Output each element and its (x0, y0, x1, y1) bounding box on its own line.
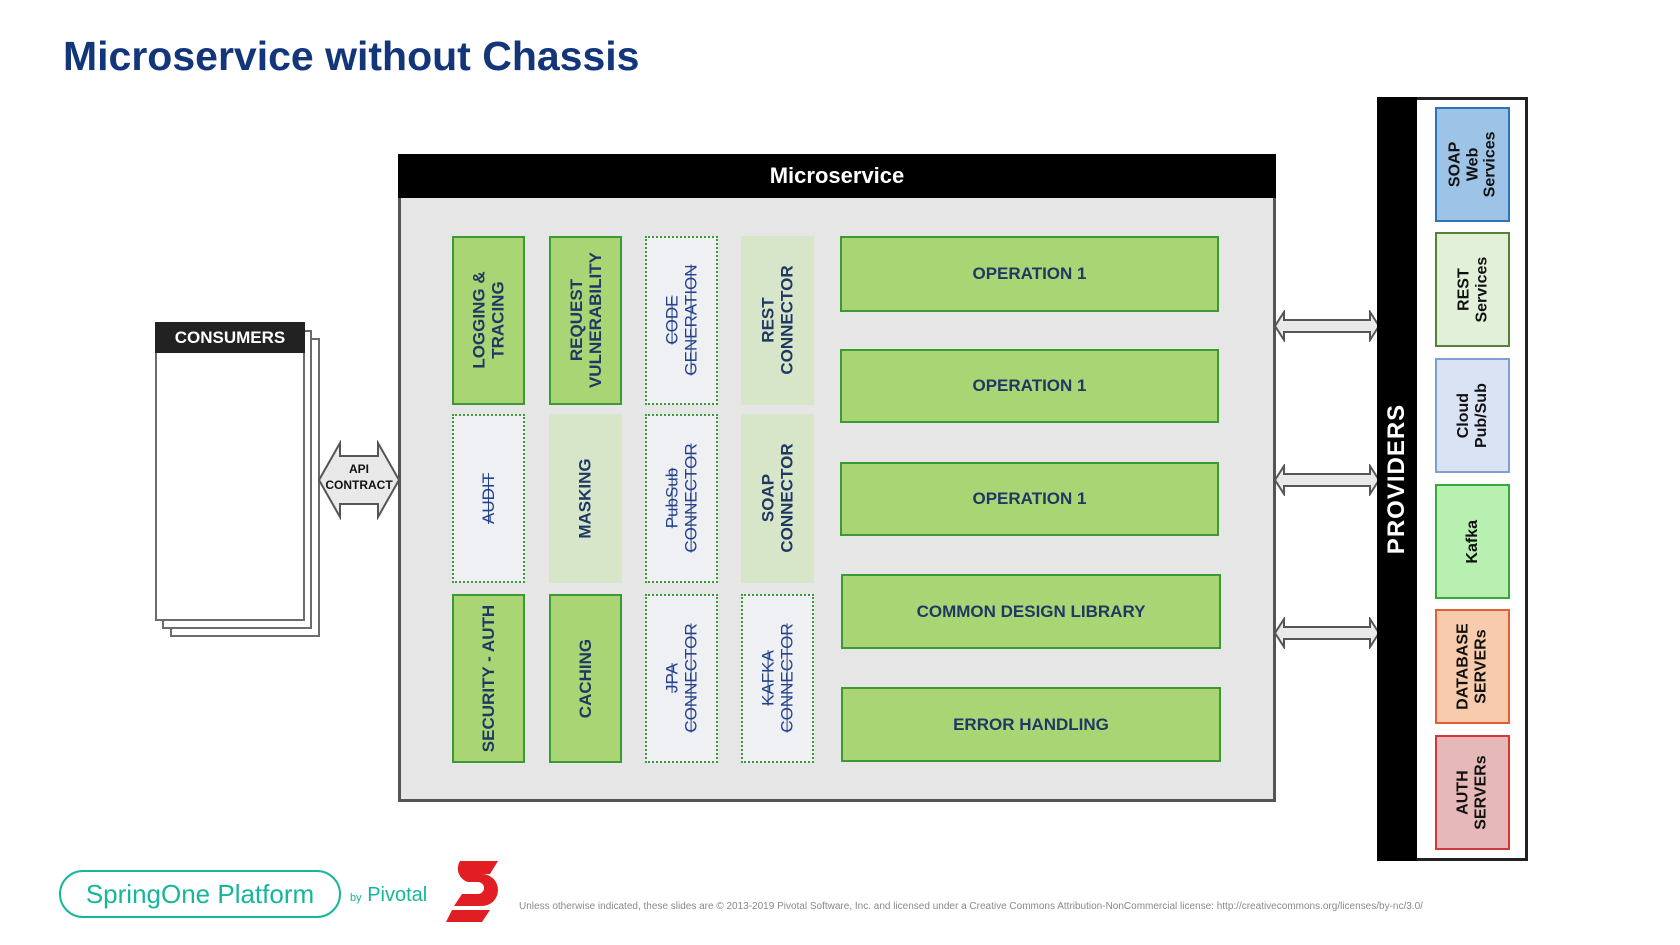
providers-bar: PROVIDERS (1377, 97, 1417, 861)
capability-label: LOGGING & TRACING (469, 271, 508, 370)
provider-label: AUTH SERVERs (1454, 755, 1490, 830)
capability-label: SECURITY - AUTH (478, 604, 498, 753)
capability-soap-connector: SOAP CONNECTOR (741, 414, 814, 583)
provider-label: SOAP Web Services (1446, 131, 1499, 198)
api-contract-label: API CONTRACT (322, 462, 396, 493)
api-contract-line1: API (348, 462, 369, 476)
provider-cloud-pubsub: Cloud Pub/Sub (1435, 358, 1510, 473)
provider-database-servers: DATABASE SERVERs (1435, 609, 1510, 724)
provider-label: Kafka (1463, 519, 1481, 564)
provider-arrow-1 (1274, 310, 1380, 342)
capability-kafka-connector: KAFKA CONNECTOR (741, 594, 814, 763)
capability-audit: AUDIT (452, 414, 525, 583)
license-notice: Unless otherwise indicated, these slides… (519, 901, 1423, 912)
provider-kafka: Kafka (1435, 484, 1510, 599)
error-handling: ERROR HANDLING (841, 687, 1221, 762)
capability-label: MASKING (575, 458, 595, 539)
capability-label: SOAP CONNECTOR (758, 443, 797, 554)
pivotal-name: Pivotal (367, 884, 428, 906)
capability-masking: MASKING (549, 414, 622, 583)
capability-jpa-connector: JPA CONNECTOR (645, 594, 718, 763)
provider-rest-services: REST Services (1435, 232, 1510, 347)
provider-label: DATABASE SERVERs (1454, 623, 1490, 710)
provider-arrow-2 (1274, 464, 1380, 496)
springone-platform-logo: SpringOne Platform (59, 870, 341, 918)
capability-security-auth: SECURITY - AUTH (452, 594, 525, 763)
capability-pubsub-connector: PubSub CONNECTOR (645, 414, 718, 583)
operation-block-1: OPERATION 1 (840, 236, 1219, 312)
capability-label: CACHING (575, 638, 595, 719)
provider-label: Cloud Pub/Sub (1454, 383, 1490, 448)
consumers-header: CONSUMERS (155, 322, 305, 353)
capability-label: CODE GENERATION (662, 264, 701, 377)
capability-label: KAFKA CONNECTOR (758, 623, 797, 734)
capability-label: AUDIT (478, 473, 498, 524)
by-label: by (350, 892, 362, 904)
common-design-library: COMMON DESIGN LIBRARY (841, 574, 1221, 649)
microservice-header: Microservice (398, 154, 1276, 198)
api-contract-line2: CONTRACT (325, 477, 393, 492)
operation-block-3: OPERATION 1 (840, 462, 1219, 536)
provider-auth-servers: AUTH SERVERs (1435, 735, 1510, 850)
capability-request-vulnerability: REQUEST VULNERABILITY (549, 236, 622, 405)
provider-label: REST Services (1454, 256, 1490, 323)
capability-logging-tracing: LOGGING & TRACING (452, 236, 525, 405)
consumers-box (155, 322, 305, 621)
scotiabank-logo-icon (446, 861, 498, 922)
provider-soap-web-services: SOAP Web Services (1435, 107, 1510, 222)
pivotal-logo: by Pivotal (350, 884, 427, 907)
operation-block-2: OPERATION 1 (840, 349, 1219, 423)
capability-caching: CACHING (549, 594, 622, 763)
capability-label: JPA CONNECTOR (662, 623, 701, 734)
provider-arrow-3 (1274, 617, 1380, 649)
page-title: Microservice without Chassis (63, 33, 640, 79)
capability-label: REST CONNECTOR (758, 265, 797, 376)
capability-rest-connector: REST CONNECTOR (741, 236, 814, 405)
capability-label: REQUEST VULNERABILITY (566, 252, 605, 389)
brand-name: SpringOne Platform (85, 878, 315, 909)
capability-code-generation: CODE GENERATION (645, 236, 718, 405)
capability-label: PubSub CONNECTOR (662, 443, 701, 554)
providers-label: PROVIDERS (1383, 403, 1410, 555)
